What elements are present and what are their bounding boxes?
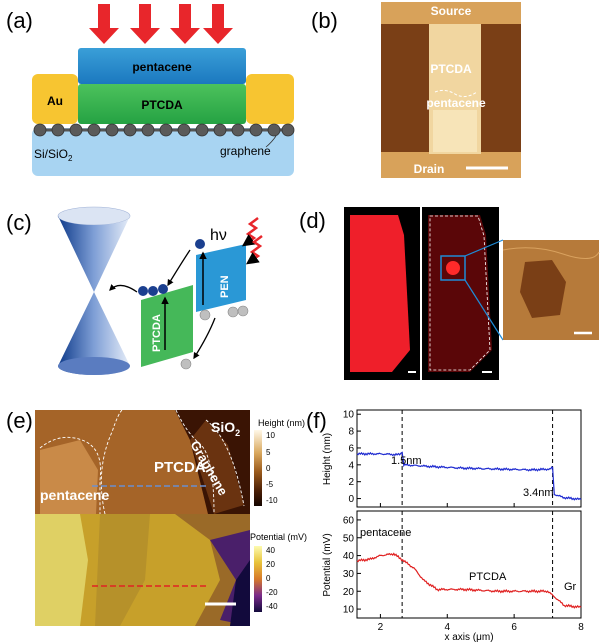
potential-tick: -20 [266,588,278,597]
potential-plot: 10 20 30 40 50 60 2 4 6 8 [343,510,584,633]
label-pentacene: pentacene [132,60,192,74]
label-ptcda-b: PTCDA [430,62,472,76]
potential-tick: 40 [266,546,275,555]
height-tick: -10 [266,496,278,505]
x-axis-label: x axis (μm) [444,632,493,643]
y-tick-label: 6 [348,443,354,454]
potential-scale-title: Potential (mV) [250,532,307,542]
pentacene-layer [78,48,246,84]
label-drain: Drain [414,162,445,176]
height-tick: -5 [266,480,274,489]
potential-plot-frame [356,510,582,619]
label-sio2: SiO2 [211,419,240,438]
label-pen: PEN [219,275,231,298]
annotation-gr: Gr [564,581,577,593]
label-pentacene-e: pentacene [40,487,109,503]
height-ylabel: Height (nm) [322,433,333,485]
au-right-electrode [246,74,294,124]
height-tick: 10 [266,431,275,440]
label-graphene: graphene [220,144,271,158]
panel-c-letter: (c) [6,210,32,235]
label-substrate: Si/SiO2 [34,147,73,163]
panel-e: (e) SiO2 Graphene PTCDA pentacene Height… [6,408,307,626]
annotation-pentacene: pentacene [360,527,411,539]
label-source: Source [431,4,472,18]
height-scale-title: Height (nm) [258,418,305,428]
series-line [356,552,582,609]
x-tick-label: 8 [578,622,584,633]
potential-colorbar [254,546,262,612]
dirac-cone [57,206,131,375]
y-tick-label: 0 [348,494,354,505]
panel-d: (d) [299,207,600,380]
potential-tick: -40 [266,602,278,611]
graphene-layer [33,123,295,137]
panel-b: (b) Source PTCDA pentacene Drain [311,2,521,178]
potential-tick: 20 [266,560,275,569]
panel-b-letter: (b) [311,8,338,33]
annotation-3-4nm: 3.4nm [523,487,554,499]
y-tick-label: 30 [343,569,355,580]
y-tick-label: 10 [343,410,355,421]
label-ptcda: PTCDA [141,98,183,112]
light-arrows [89,4,233,44]
x-tick-label: 2 [378,622,384,633]
y-tick-label: 60 [343,515,355,526]
x-tick-label: 4 [444,622,450,633]
photon-arrows [241,217,263,265]
potential-ylabel: Potential (mV) [322,533,333,596]
height-tick: 0 [266,464,271,473]
pen-band [196,244,246,312]
panel-a: (a) pentacene PTCDA Au Si/SiO2 graphene [6,4,295,176]
annotation-ptcda: PTCDA [469,571,507,583]
series-line [356,451,582,501]
y-tick-label: 2 [348,477,354,488]
ptcda-band [141,285,193,367]
y-tick-label: 10 [343,605,355,616]
label-ptcda-c: PTCDA [151,314,163,352]
panel-c: (c) PTCDA PEN hν [6,206,263,375]
electrons [138,239,205,296]
height-plot-frame [356,409,582,508]
label-pentacene-b: pentacene [426,96,486,110]
height-tick: 5 [266,448,271,457]
ptcda-layer [78,84,246,124]
panel-e-letter: (e) [6,408,33,433]
panel-a-letter: (a) [6,8,33,33]
height-plot: 0 2 4 6 8 10 [343,409,582,508]
label-ptcda-e: PTCDA [154,459,206,476]
au-left-electrode [32,74,78,124]
y-tick-label: 40 [343,551,355,562]
potential-tick: 0 [266,574,271,583]
substrate-layer [32,128,294,176]
y-tick-label: 4 [348,460,354,471]
holes [180,305,249,370]
label-au: Au [47,94,63,108]
panel-f-letter: (f) [306,408,327,433]
x-tick-label: 6 [511,622,517,633]
y-tick-label: 50 [343,533,355,544]
y-tick-label: 20 [343,587,355,598]
annotation-1-5nm: 1.5nm [391,455,422,467]
panel-d-letter: (d) [299,208,326,233]
y-tick-label: 8 [348,427,354,438]
panel-f: (f) 0 2 4 6 8 10 10 20 30 40 50 60 2 4 6 8 Height (nm)… [306,408,584,643]
height-colorbar [254,430,262,506]
label-hv: hν [210,227,227,244]
